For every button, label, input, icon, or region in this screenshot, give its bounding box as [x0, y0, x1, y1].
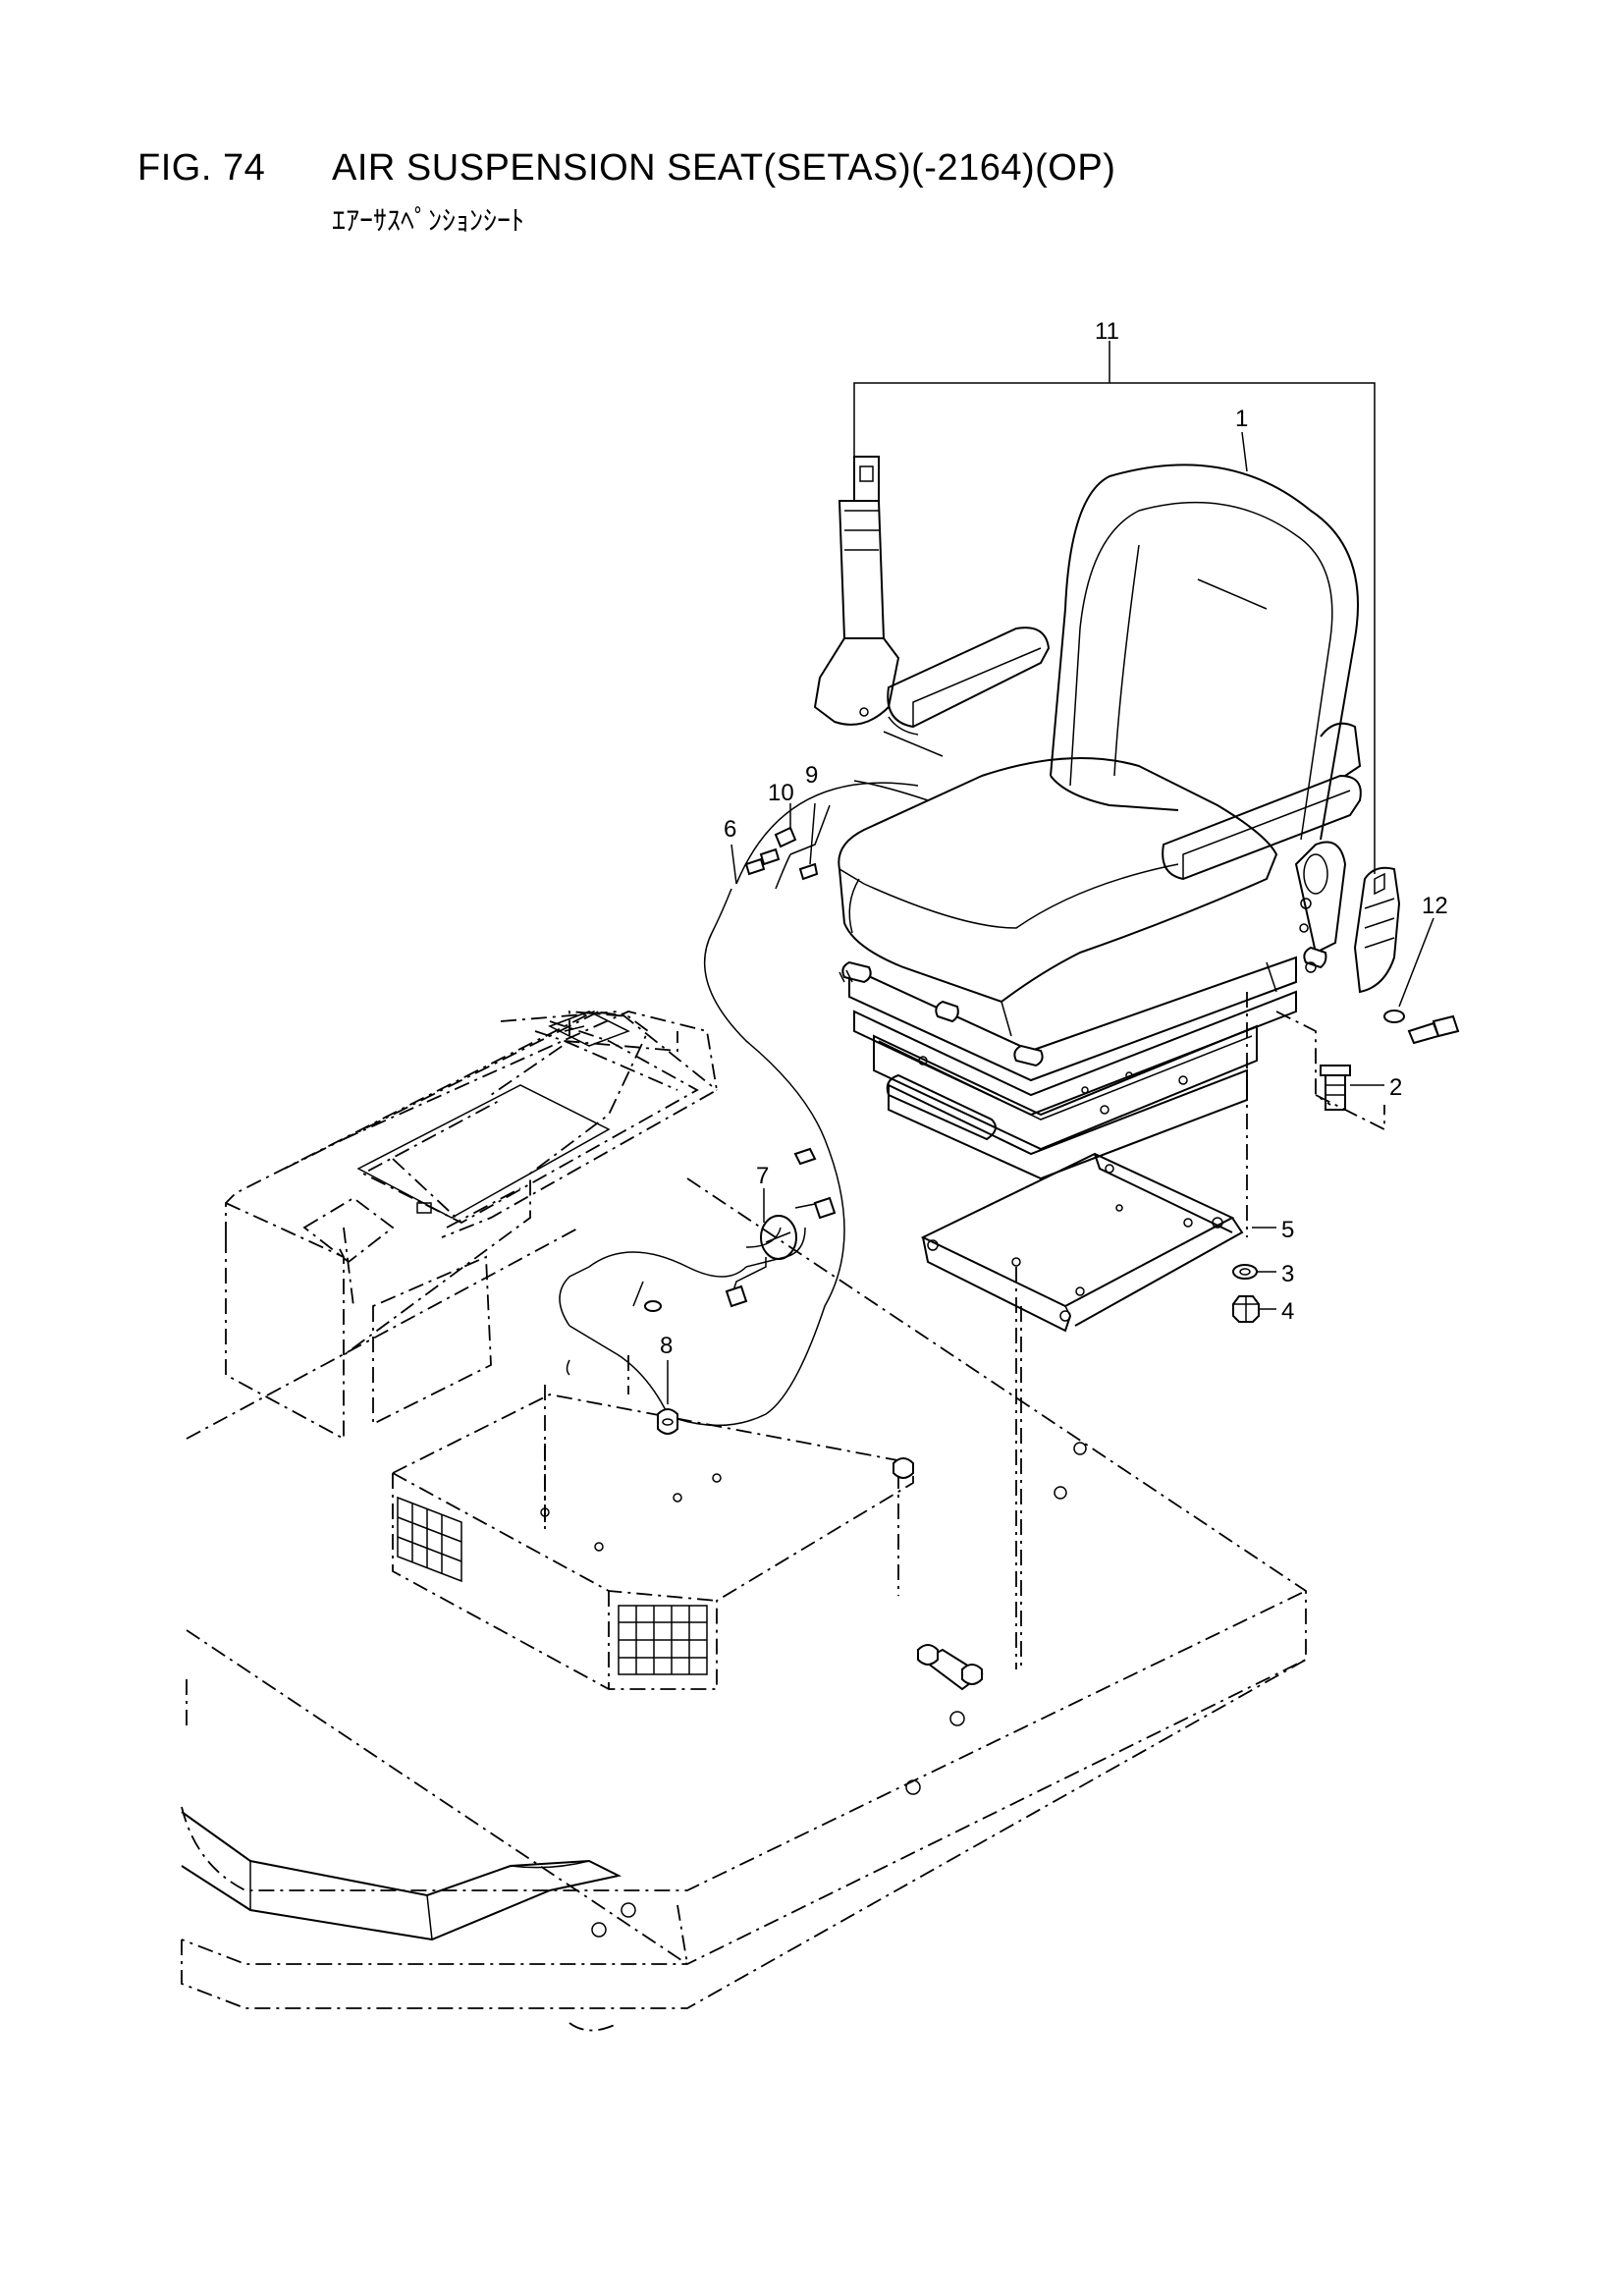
seat-belt-tongue: [1353, 866, 1401, 994]
callout-2: 2: [1389, 1074, 1402, 1101]
callout-labels: 11 1 12 2 10 9 6 7 5 3 4 8: [660, 318, 1448, 1359]
floor-mat: [181, 1811, 622, 1941]
seat-assembly: [838, 464, 1362, 1180]
callout-9: 9: [805, 762, 818, 789]
control-console: [225, 1011, 718, 1441]
callout-5: 5: [1281, 1217, 1294, 1243]
wire-harness: [559, 780, 929, 1435]
washer-and-nut: [1232, 1264, 1260, 1323]
leader-lines: [667, 341, 1434, 1404]
belt-bolt: [1383, 1010, 1460, 1045]
alignment-lines: [544, 992, 1385, 1669]
figure-subtitle: ｴｱｰｻｽﾍﾟﾝｼｮﾝｼｰﾄ: [332, 205, 525, 236]
floor-boss: [917, 1644, 984, 1691]
callout-6: 6: [724, 816, 736, 843]
seat-belt-buckle-strap: [813, 456, 900, 726]
mount-bolt: [1320, 1065, 1351, 1111]
floor-plate: [181, 1177, 1307, 2032]
grille-right: [618, 1605, 708, 1675]
callout-1: 1: [1235, 406, 1248, 432]
grille-left: [397, 1496, 462, 1583]
figure-title: AIR SUSPENSION SEAT(SETAS)(-2164)(OP): [332, 147, 1116, 189]
figure-number: FIG. 74: [137, 147, 266, 189]
callout-11: 11: [1095, 318, 1119, 345]
controller-box: [392, 1306, 1022, 1690]
seat-mounting-plate: [920, 1152, 1244, 1333]
callout-12: 12: [1422, 893, 1448, 919]
callout-4: 4: [1281, 1298, 1294, 1325]
callout-7: 7: [756, 1163, 769, 1189]
callout-8: 8: [660, 1333, 673, 1359]
callout-10: 10: [768, 780, 794, 806]
callout-3: 3: [1281, 1261, 1294, 1287]
